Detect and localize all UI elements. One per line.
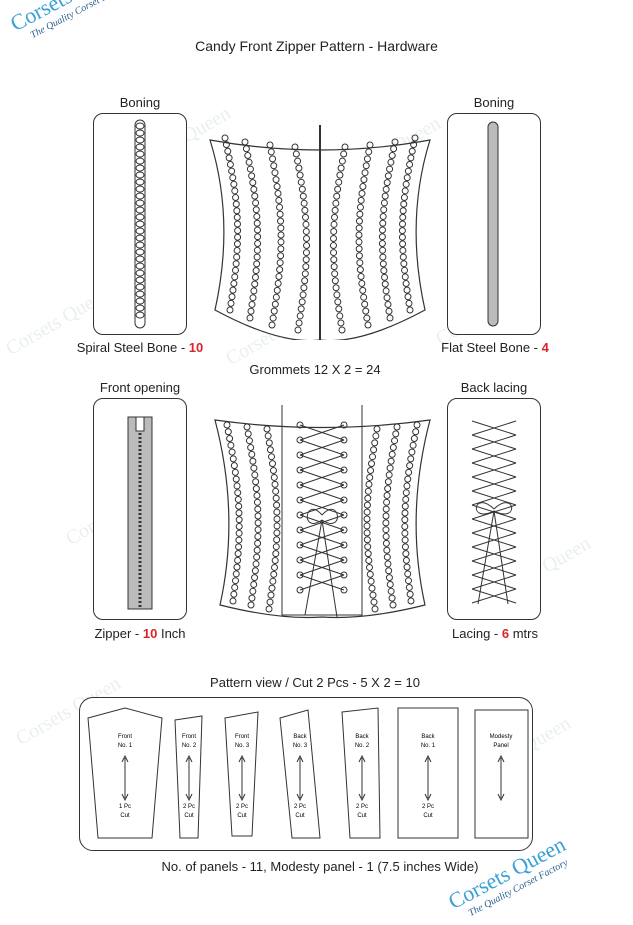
pattern-piece-name: Back (355, 734, 369, 740)
footer-panels-note: No. of panels - 11, Modesty panel - 1 (7… (161, 859, 479, 874)
flat-bone-box (447, 113, 541, 335)
flat-bone-icon (487, 121, 499, 327)
pattern-piece-name: No. 3 (235, 743, 250, 749)
pattern-piece-name: No. 2 (355, 743, 370, 749)
spiral-bone-box (93, 113, 187, 335)
pattern-piece-name: No. 1 (118, 743, 133, 749)
spiral-bone-caption: Spiral Steel Bone - 10 (76, 340, 204, 355)
pattern-piece-cut: 2 Pc (294, 804, 306, 810)
pattern-piece-name: Modesty (490, 734, 513, 740)
pattern-piece-name: Front (235, 734, 249, 740)
pattern-piece-name: Front (182, 734, 196, 740)
pattern-piece-name: No. 3 (293, 743, 308, 749)
pattern-piece-name: Back (421, 734, 435, 740)
pattern-piece-cut: Cut (423, 813, 433, 819)
pattern-piece-cut: Cut (184, 813, 194, 819)
pattern-title: Pattern view / Cut 2 Pcs - 5 X 2 = 10 (210, 675, 420, 690)
pattern-piece-name: Back (293, 734, 307, 740)
corset-front-illustration (209, 125, 431, 340)
lacing-icon (471, 420, 517, 605)
spiral-bone-icon (134, 119, 146, 329)
corset-back-illustration (214, 405, 431, 619)
pattern-piece-cut: Cut (120, 813, 130, 819)
pattern-piece-cut: 2 Pc (422, 804, 434, 810)
zipper-box (93, 398, 187, 620)
pattern-piece-cut: 2 Pc (236, 804, 248, 810)
zipper-caption: Zipper - 10 Inch (94, 626, 186, 641)
grommets-label: Grommets 12 X 2 = 24 (249, 362, 381, 377)
pattern-piece-name: Front (118, 734, 132, 740)
lacing-caption: Lacing - 6 mtrs (452, 626, 538, 641)
boning-right-heading: Boning (473, 95, 515, 110)
back-lacing-heading: Back lacing (460, 380, 528, 395)
pattern-piece-cut: Cut (237, 813, 247, 819)
boning-left-heading: Boning (119, 95, 161, 110)
zipper-icon (127, 416, 153, 610)
page-title: Candy Front Zipper Pattern - Hardware (195, 38, 438, 54)
pattern-piece-cut: 2 Pc (183, 804, 195, 810)
pattern-piece-name: No. 1 (421, 743, 436, 749)
flat-bone-caption: Flat Steel Bone - 4 (441, 340, 549, 355)
front-opening-heading: Front opening (99, 380, 181, 395)
pattern-piece-cut: 1 Pc (119, 804, 131, 810)
pattern-piece-cut: Cut (357, 813, 367, 819)
pattern-piece-name: Panel (493, 743, 508, 749)
pattern-piece-cut: 2 Pc (356, 804, 368, 810)
pattern-piece-name: No. 2 (182, 743, 197, 749)
pattern-piece-cut: Cut (295, 813, 305, 819)
lacing-box (447, 398, 541, 620)
